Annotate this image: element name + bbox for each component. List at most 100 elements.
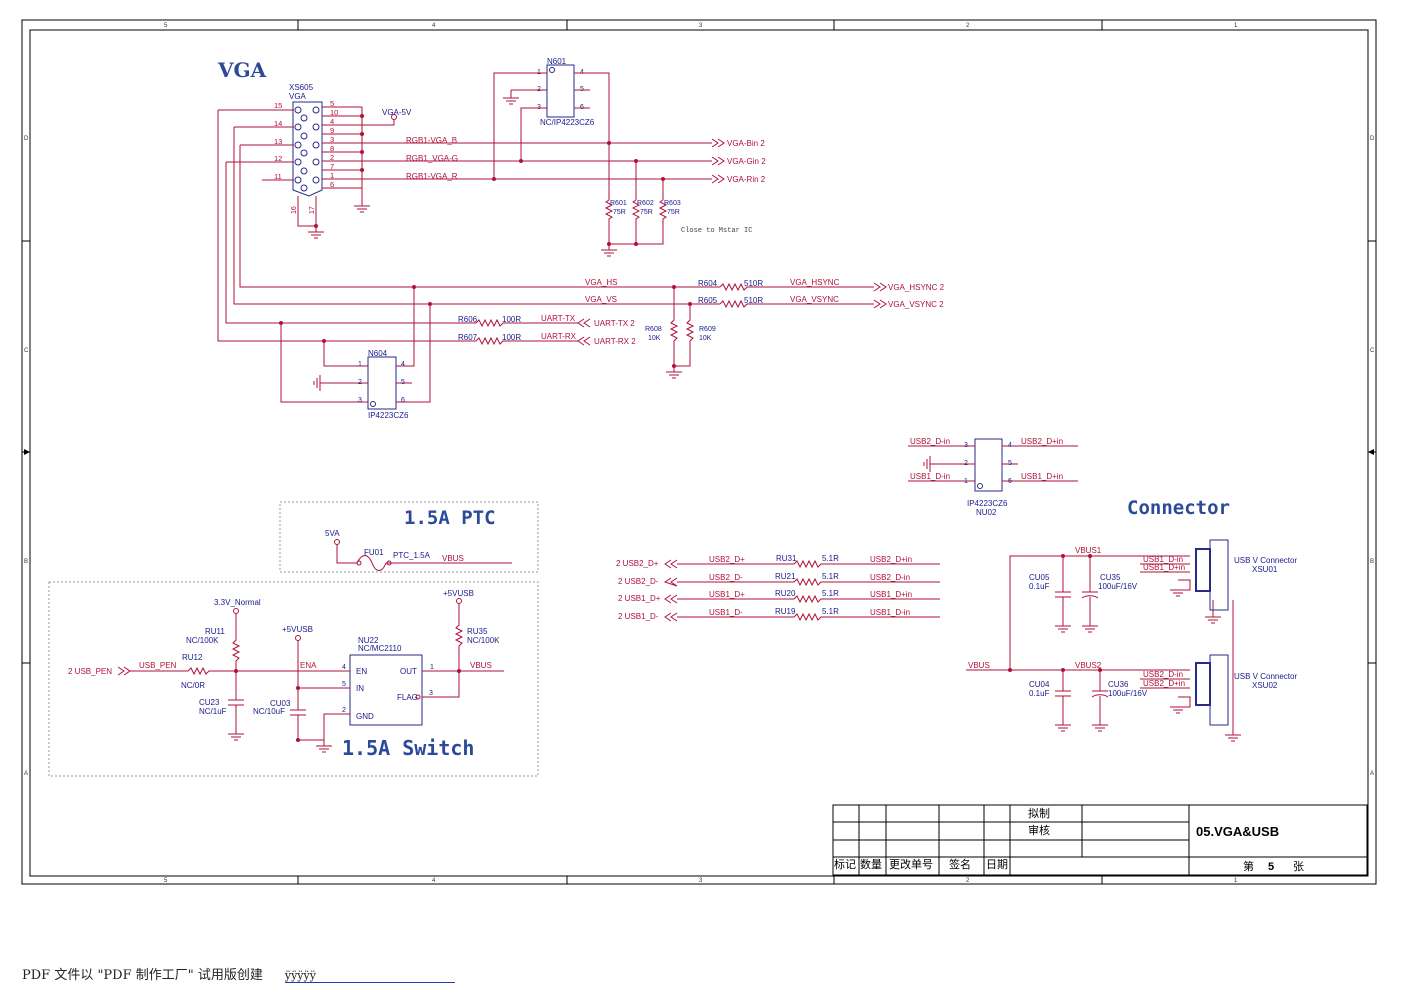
port-usb1-dm: 2 USB1_D- xyxy=(618,612,659,621)
col-label: 2 xyxy=(966,878,970,884)
vga-pin-right: 1 xyxy=(330,171,334,180)
port-usb-pen: 2 USB_PEN xyxy=(68,667,112,676)
port-vga-gin: VGA-Gin 2 xyxy=(727,157,766,166)
n604-chip xyxy=(367,356,397,410)
cu36-val: 100uF/16V xyxy=(1108,689,1148,698)
col-label: 5 xyxy=(164,23,168,29)
ptc-net: PTC_1.5A xyxy=(393,551,431,560)
cu23-val: NC/1uF xyxy=(199,707,227,716)
port-vga-hsync: VGA_HSYNC 2 xyxy=(888,283,945,292)
vga-pin-left: 15 xyxy=(274,101,282,110)
ru35-val: NC/100K xyxy=(467,636,500,645)
col-label: 1 xyxy=(1234,878,1238,884)
tb-draft: 拟制 xyxy=(1028,806,1050,820)
ru12-val: NC/0R xyxy=(181,681,205,690)
fu01-ref: FU01 xyxy=(364,548,384,557)
xsu02-shell xyxy=(1209,654,1229,726)
nu22-chip xyxy=(349,654,423,726)
row-label: A xyxy=(24,771,28,777)
net-usb1-dp-in-out: USB1_D+in xyxy=(870,590,912,599)
inner-frame xyxy=(29,29,1369,877)
col-label: 3 xyxy=(699,878,703,884)
ru21-val: 5.1R xyxy=(822,572,839,581)
nu02-pin: 2 xyxy=(964,460,968,467)
nu02-val: IP4223CZ6 xyxy=(967,499,1008,508)
nu22-pin-out: OUT xyxy=(400,667,417,676)
tb-h1: 标记 xyxy=(834,857,856,871)
vga-pin-bottom: 17 xyxy=(309,206,316,214)
port-uart-tx: UART-TX 2 xyxy=(594,319,635,328)
vga-connector-val: VGA xyxy=(289,92,307,101)
port-usb2-dp: 2 USB2_D+ xyxy=(616,559,659,568)
col-label: 3 xyxy=(699,23,703,29)
title-block xyxy=(832,804,1368,876)
cu05-ref: CU05 xyxy=(1029,573,1050,582)
footer-link[interactable]: ÿÿÿÿÿ xyxy=(284,969,455,983)
r601-ref: R601 xyxy=(610,200,627,207)
nu22-pin: 5 xyxy=(342,681,346,688)
r602-ref: R602 xyxy=(637,200,654,207)
section-title-switch: 1.5A Switch xyxy=(342,736,474,760)
tb-h4: 签名 xyxy=(949,857,971,871)
ptc-box xyxy=(279,501,539,573)
r608-ref: R608 xyxy=(645,326,662,333)
xsu01-name: USB V Connector xyxy=(1234,556,1297,565)
vga-5v-label: VGA-5V xyxy=(382,108,412,117)
vga-pin-circles xyxy=(294,106,320,192)
r604-val: 510R xyxy=(744,279,763,288)
port-vga-rin: VGA-Rin 2 xyxy=(727,175,766,184)
ru11-val: NC/100K xyxy=(186,636,219,645)
vga-pin-right: 7 xyxy=(330,162,334,171)
net-rgb-b: RGB1-VGA_B xyxy=(406,136,457,145)
ru20-ref: RU20 xyxy=(775,589,796,598)
col-label: 4 xyxy=(432,23,436,29)
ru12-ref: RU12 xyxy=(182,653,203,662)
r606-ref: R606 xyxy=(458,315,478,324)
vga-pin-right: 5 xyxy=(330,99,334,108)
nu02-pin: 6 xyxy=(1008,478,1012,485)
vga-connector-ref: XS605 xyxy=(289,83,314,92)
v33-label: 3.3V_Normal xyxy=(214,598,261,607)
ptc-source: 5VA xyxy=(325,529,340,538)
net-uart-rx: UART-RX xyxy=(541,332,577,341)
nu02-ref: NU02 xyxy=(976,508,997,517)
net-usb-pen: USB_PEN xyxy=(139,661,177,670)
r603-val: 75R xyxy=(667,209,680,216)
vga-pin-left: 13 xyxy=(274,137,282,146)
tb-h5: 日期 xyxy=(986,858,1008,871)
cu04-val: 0.1uF xyxy=(1029,689,1050,698)
nu02-pin: 3 xyxy=(964,442,968,449)
section-title-connector: Connector xyxy=(1127,497,1230,519)
r606-val: 100R xyxy=(502,315,521,324)
n604-pin: 1 xyxy=(358,361,362,368)
nu22-pin: 4 xyxy=(342,664,346,671)
port-usb2-dm: 2 USB2_D- xyxy=(618,577,659,586)
n604-pin: 2 xyxy=(358,379,362,386)
vga-pin-right: 8 xyxy=(330,144,334,153)
nu22-pin: 1 xyxy=(430,664,434,671)
col-label: 2 xyxy=(966,23,970,29)
net-vbus-switch: VBUS xyxy=(470,661,492,670)
xsu01-body xyxy=(1195,548,1211,592)
row-label: C xyxy=(1370,348,1375,354)
r605-val: 510R xyxy=(744,296,763,305)
cu23-ref: CU23 xyxy=(199,698,220,707)
vga-pin-right: 4 xyxy=(330,117,334,126)
n604-pin: 3 xyxy=(358,397,362,404)
outer-frame xyxy=(21,19,1377,885)
ptc-vbus: VBUS xyxy=(442,554,464,563)
vga-pin-right: 2 xyxy=(330,153,334,162)
r604-ref: R604 xyxy=(698,279,718,288)
cu04-ref: CU04 xyxy=(1029,680,1050,689)
ru35-ref: RU35 xyxy=(467,627,488,636)
ru19-ref: RU19 xyxy=(775,607,796,616)
nu22-pin-en: EN xyxy=(356,667,367,676)
nu22-pin-in: IN xyxy=(356,684,364,693)
nu02-pin: 5 xyxy=(1008,460,1012,467)
net-rgb-r: RGB1-VGA_R xyxy=(406,172,458,181)
nu22-pin: 2 xyxy=(342,707,346,714)
r602-val: 75R xyxy=(640,209,653,216)
col-label: 4 xyxy=(432,878,436,884)
net-usb1-dp-in: USB1_D+in xyxy=(1021,472,1063,481)
r609-val: 10K xyxy=(699,335,712,342)
